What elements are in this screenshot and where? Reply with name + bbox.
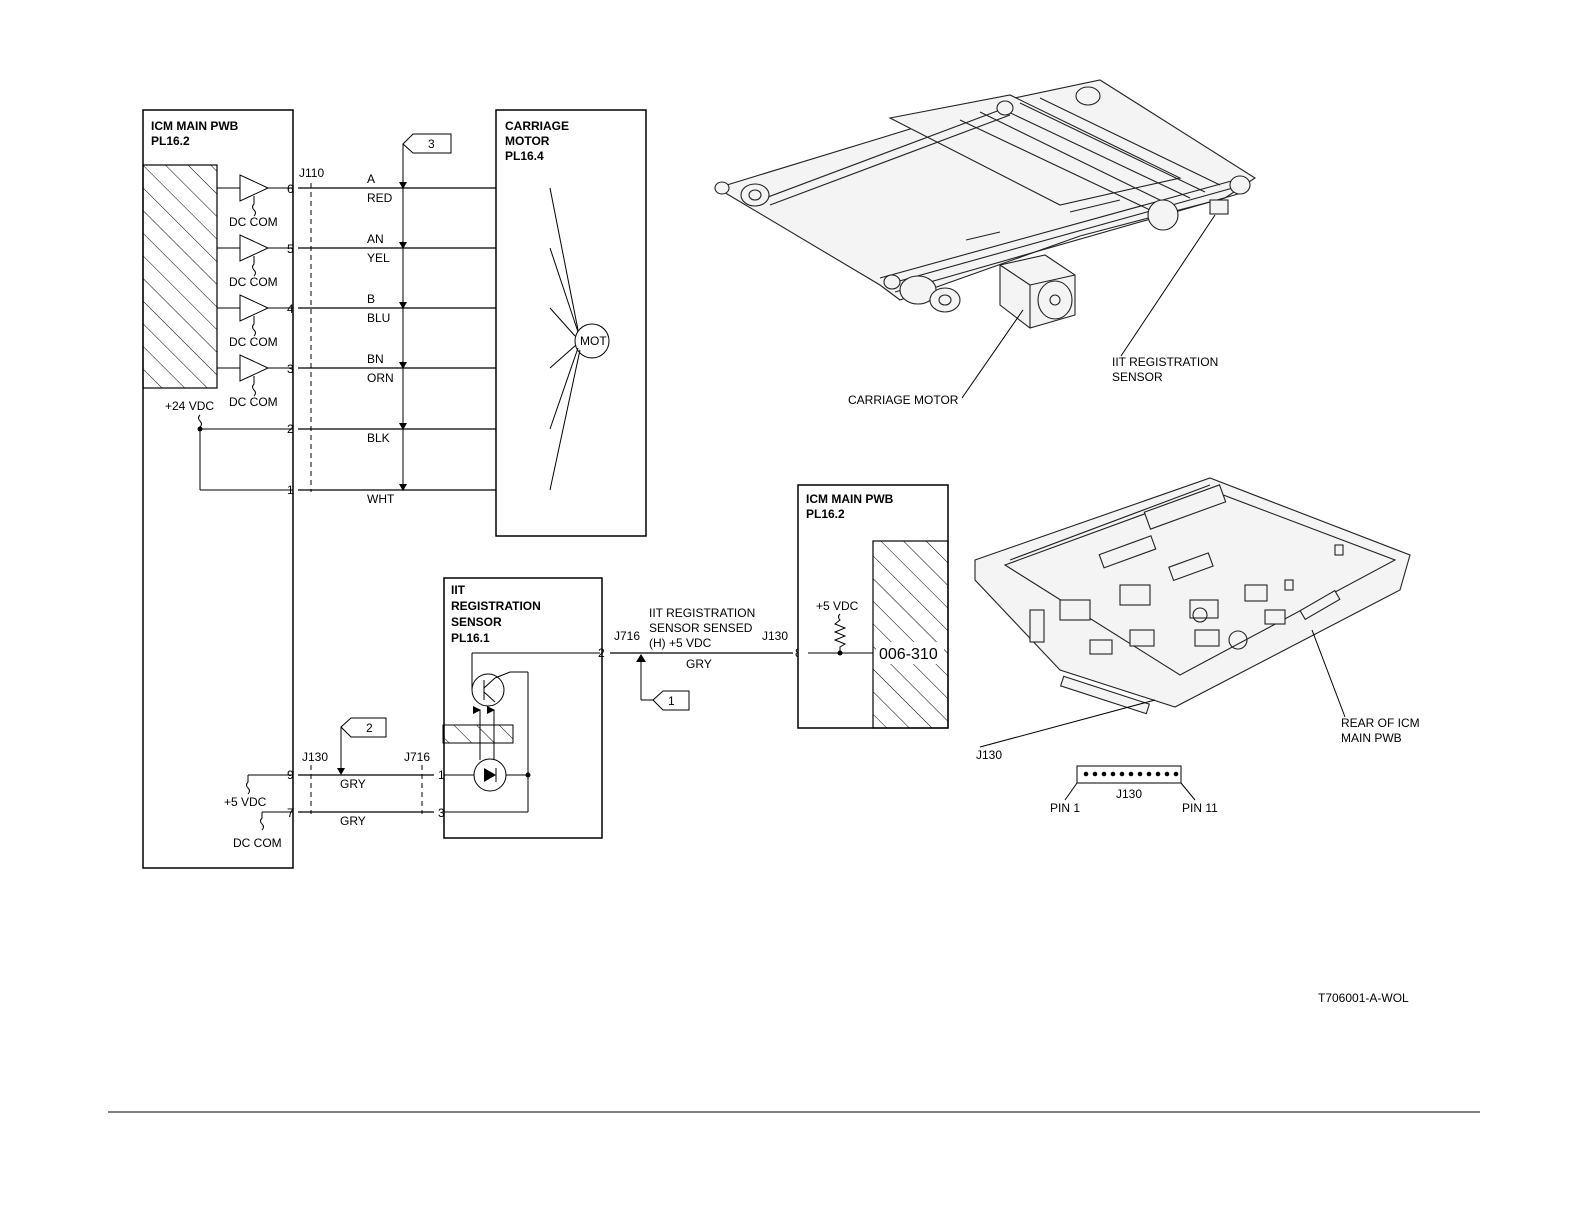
dc-com-label: DC COM xyxy=(229,275,278,289)
wire-color: YEL xyxy=(367,251,390,265)
icm-main-pwb-box-2: ICM MAIN PWB PL16.2 +5 VDC 006-310 xyxy=(797,484,949,729)
connector-pins xyxy=(1083,771,1179,777)
pin-number: 5 xyxy=(287,242,294,256)
wire-color: GRY xyxy=(340,777,366,791)
pin-number: 4 xyxy=(287,302,294,316)
icm-box-partlist: PL16.2 xyxy=(151,134,190,148)
carriage-motor-box: CARRIAGE MOTOR PL16.4 MOT xyxy=(495,109,647,537)
plus24-label: +24 VDC xyxy=(165,399,214,413)
icm-box-title: ICM MAIN PWB xyxy=(151,119,239,133)
pin11-label: PIN 11 xyxy=(1182,801,1218,815)
sensor-box-title: IIT xyxy=(451,583,466,597)
pin-number: 2 xyxy=(287,422,294,436)
sensor-box-partlist: PL16.1 xyxy=(451,631,490,645)
pin-number: 3 xyxy=(438,806,445,820)
mot-label: MOT xyxy=(580,334,607,348)
j130-lower-connector: J130 J716 9 7 1 3 GRY GRY +5 VDC DC COM … xyxy=(224,717,445,850)
pin-number: 1 xyxy=(438,768,445,782)
motor-box-title2: MOTOR xyxy=(505,134,550,148)
motor-box-title: CARRIAGE xyxy=(505,119,569,133)
pin-number: 3 xyxy=(287,362,294,376)
iit-sensor-box: IIT REGISTRATION SENSOR PL16.1 xyxy=(442,577,603,839)
j110-connector: J110 6 5 4 3 2 1 xyxy=(287,166,324,497)
flag-3-label: 3 xyxy=(428,137,435,151)
flag-2-label: 2 xyxy=(366,721,373,735)
j130-label: J130 xyxy=(762,629,788,643)
iit-sensor-callout-2: SENSOR xyxy=(1112,370,1163,384)
signal-label: A xyxy=(367,172,375,186)
fault-code: 006-310 xyxy=(879,646,938,663)
wire-color: WHT xyxy=(367,492,395,506)
signal-name-3: (H) +5 VDC xyxy=(649,636,712,650)
sensor-box-title3: SENSOR xyxy=(451,615,502,629)
dc-com-label: DC COM xyxy=(229,215,278,229)
j130-label: J130 xyxy=(302,750,328,764)
dc-com-label: DC COM xyxy=(229,335,278,349)
wire-color: GRY xyxy=(340,814,366,828)
j130-connector-label: J130 xyxy=(1116,787,1142,801)
j130-callout: J130 xyxy=(976,748,1002,762)
dc-com-label: DC COM xyxy=(233,836,282,850)
pin-number: 2 xyxy=(598,646,605,660)
plus5-label: +5 VDC xyxy=(816,599,859,613)
test-point-3: 3 xyxy=(399,133,452,491)
wire-color: RED xyxy=(367,191,393,205)
signal-label: AN xyxy=(367,232,384,246)
carriage-assembly-illustration: CARRIAGE MOTOR IIT REGISTRATION SENSOR xyxy=(714,79,1257,407)
j716-label: J716 xyxy=(404,750,430,764)
pin1-label: PIN 1 xyxy=(1050,801,1080,815)
rear-of-icm-callout-2: MAIN PWB xyxy=(1341,731,1402,745)
icm-main-pwb-box: ICM MAIN PWB PL16.2 xyxy=(142,109,294,869)
pin-number: 6 xyxy=(287,182,294,196)
sensor-box-title2: REGISTRATION xyxy=(451,599,541,613)
wire-color: GRY xyxy=(686,657,712,671)
sensor-signal-line: J716 2 IIT REGISTRATION SENSOR SENSED (H… xyxy=(598,606,802,711)
rear-of-icm-callout: REAR OF ICM xyxy=(1341,716,1420,730)
pin-number: 1 xyxy=(287,483,294,497)
j130-pinout: J130 PIN 1 PIN 11 xyxy=(1050,765,1218,815)
flag-1-label: 1 xyxy=(668,694,675,708)
signal-label: BN xyxy=(367,352,384,366)
wire-color: BLU xyxy=(367,311,390,325)
icm2-box-partlist: PL16.2 xyxy=(806,507,845,521)
wire-color: BLK xyxy=(367,431,390,445)
dc-com-label: DC COM xyxy=(229,395,278,409)
j716-label: J716 xyxy=(614,629,640,643)
figure-id: T706001-A-WOL xyxy=(1318,991,1409,1005)
icm-hatched-area xyxy=(142,164,218,389)
wire-color: ORN xyxy=(367,371,394,385)
iit-sensor-callout: IIT REGISTRATION xyxy=(1112,355,1218,369)
icm2-box-title: ICM MAIN PWB xyxy=(806,492,894,506)
signal-label: B xyxy=(367,292,375,306)
pin-number: 7 xyxy=(287,806,294,820)
signal-name-1: IIT REGISTRATION xyxy=(649,606,755,620)
signal-name-2: SENSOR SENSED xyxy=(649,621,753,635)
carriage-motor-callout: CARRIAGE MOTOR xyxy=(848,393,959,407)
plus5-label: +5 VDC xyxy=(224,795,267,809)
icm-pwb-illustration: J130 REAR OF ICM MAIN PWB xyxy=(974,477,1420,762)
j110-label: J110 xyxy=(299,166,324,180)
motor-drivers: DC COM DC COM DC COM DC COM xyxy=(217,174,293,409)
motor-box-partlist: PL16.4 xyxy=(505,149,544,163)
plus24-supply: +24 VDC xyxy=(165,399,293,491)
